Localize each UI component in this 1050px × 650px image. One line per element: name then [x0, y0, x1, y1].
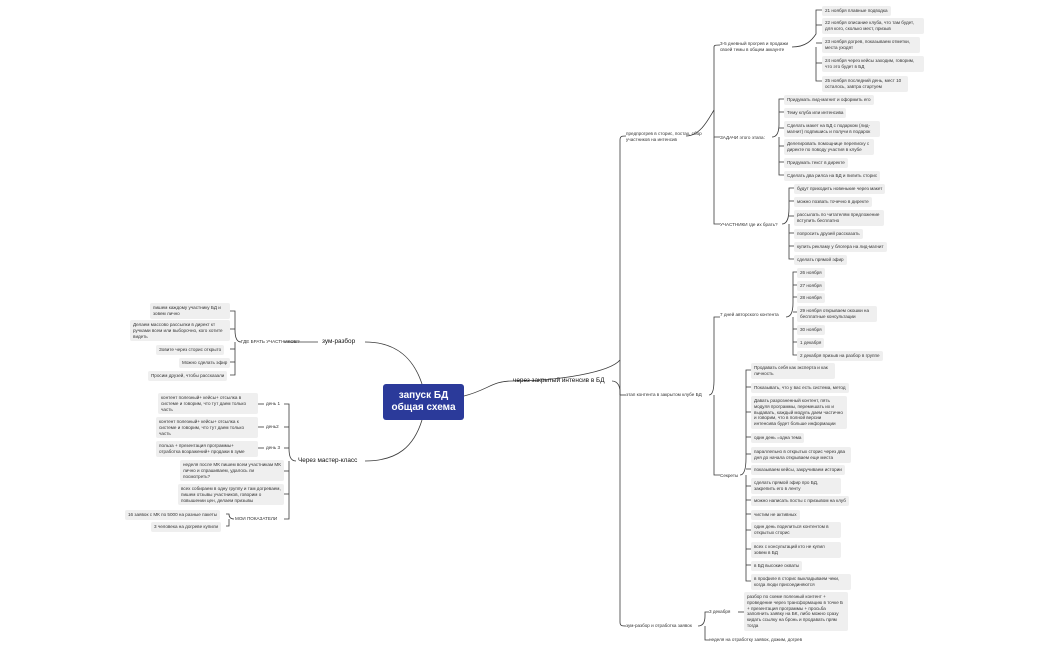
list-item[interactable]: 30 ноября — [797, 325, 825, 335]
list-item[interactable]: один день =одна тема — [751, 433, 805, 443]
list-item[interactable]: в БД высокие охваты — [751, 561, 803, 571]
list-item[interactable]: 1 декабря — [797, 338, 825, 348]
list-item[interactable]: 23 ноября догрев, показываем отметки, ме… — [822, 37, 920, 53]
node-week[interactable]: неделя на отработку заявок, дожим, догре… — [709, 637, 803, 642]
list-item[interactable]: 24 ноября через кейсы заходим, говорим, … — [822, 56, 924, 72]
list-item[interactable]: в профиле в сторис выкладываем чеки, ког… — [751, 574, 851, 590]
list-item[interactable]: Сделать два рилса на БД и пилить сторис — [784, 171, 881, 181]
list-item[interactable]: можно позвать точечно в директе — [794, 197, 872, 207]
list-item[interactable]: Продавать себя как эксперта и как личнос… — [751, 363, 835, 379]
node-zoomstage[interactable]: зум-разбор и отработка заявок — [626, 623, 692, 628]
list-item[interactable]: всех собираем в одну группу и там догрев… — [178, 484, 284, 506]
list-item[interactable]: 22 ноября описание клуба, что там будет,… — [822, 18, 924, 34]
list-item[interactable]: один день поделиться контентом в открыты… — [751, 522, 841, 538]
list-item[interactable]: сделать прямой эфир — [794, 255, 847, 265]
list-item[interactable]: 29 ноября открываем окошки на бесплатные… — [797, 306, 877, 322]
list-item[interactable]: можно написать посты с призывом на клуб — [751, 496, 849, 506]
node-tasks[interactable]: ЗАДАЧИ этого этапа: — [720, 135, 765, 140]
node-day1[interactable]: день 1 — [266, 401, 280, 406]
list-item[interactable]: 21 ноября плавные подводка — [822, 6, 891, 16]
node-participants[interactable]: УЧАСТНИКИ где их брать? — [720, 222, 778, 227]
list-item[interactable]: Делегировать помощнице переписку с дирек… — [784, 139, 874, 155]
node-where-participants[interactable]: ГДЕ БРАТЬ УЧАСТНИКОВ? — [241, 339, 300, 344]
node-metrics[interactable]: МОИ ПОКАЗАТЕЛИ — [235, 516, 278, 521]
branch-closed-intensive[interactable]: через закрытый интенсив в БД — [513, 377, 605, 384]
list-item[interactable]: сделать прямой эфир про БД, закрепить ег… — [751, 478, 841, 494]
list-item[interactable]: Сделать макет на БД с подарком (лид-магн… — [784, 121, 880, 137]
list-item[interactable]: польза + презентация программы+ отработк… — [156, 441, 258, 457]
list-item[interactable]: Тему клуба или интенсива — [784, 108, 847, 118]
list-item[interactable]: параллельно в открытых сторис через два … — [751, 447, 851, 463]
list-item[interactable]: 28 ноября — [797, 293, 825, 303]
list-item[interactable]: 26 ноября — [797, 268, 825, 278]
node-teaser[interactable]: 3-5 дневный прогрев и продажи своей темы… — [720, 41, 789, 52]
list-item[interactable]: неделя после МК пишем всем участникам МК… — [180, 460, 284, 482]
list-item[interactable]: Придумать текст в директе — [784, 158, 848, 168]
list-item[interactable]: Зовите через сторис открыто — [156, 345, 225, 355]
list-item[interactable]: 27 ноября — [797, 281, 825, 291]
branch-master-class[interactable]: Через мастер-класс — [298, 457, 358, 464]
list-item[interactable]: контент полезный+ кейсы+ отсылка в систе… — [158, 393, 258, 415]
list-item[interactable]: Показывать, что у вас есть система, мето… — [751, 383, 849, 393]
list-item[interactable]: всех с консультаций кто не купил зовем в… — [751, 542, 841, 558]
node-warmup[interactable]: предпрогрев в сторис, постах, сбор участ… — [626, 131, 702, 142]
node-day2[interactable]: день2 — [266, 424, 279, 429]
list-item[interactable]: 2 декабря призыв на разбор в группе — [797, 351, 883, 361]
list-item[interactable]: контент полезный+ кейсы+ отсылка к систе… — [156, 417, 258, 439]
list-item[interactable]: разбор по схеме полезный контент + прове… — [744, 592, 848, 631]
node-day3[interactable]: день 3 — [266, 445, 280, 450]
list-item[interactable]: купить рекламу у блогера на лид-магнит — [794, 242, 887, 252]
list-item[interactable]: Просим друзей, чтобы рассказали — [148, 371, 228, 381]
list-item[interactable]: 3 человека на догреве купили — [151, 522, 222, 532]
list-item[interactable]: пишем каждому участнику БД и зовем лично — [150, 303, 230, 319]
list-item[interactable]: рассылать по читателям предложение вступ… — [794, 210, 884, 226]
list-item[interactable]: показываем кейсы, закручиваем истории — [751, 465, 845, 475]
branch-zoom[interactable]: зум-разбор — [322, 338, 356, 345]
node-dec3[interactable]: 3 декабря — [709, 609, 731, 614]
list-item[interactable]: Можно сделать эфир — [179, 358, 231, 368]
list-item[interactable]: Делаем массово рассылки в директ кт ручк… — [130, 320, 230, 342]
node-stage[interactable]: этап контента в закрытом клубе БД — [626, 392, 702, 397]
list-item[interactable]: попросить друзей рассказать — [794, 229, 863, 239]
list-item[interactable]: будут приходить новенькие через макет — [794, 184, 886, 194]
list-item[interactable]: Давать разрозненный контент, пять модуля… — [751, 396, 847, 429]
node-secrets[interactable]: Секреты — [720, 473, 739, 478]
node-author-content[interactable]: 7 дней авторского контента — [720, 312, 779, 317]
list-item[interactable]: чистим не активных — [751, 510, 800, 520]
list-item[interactable]: 25 ноября последний день, мест 10 остало… — [822, 76, 908, 92]
list-item[interactable]: 16 заявок с МК по 5000 на разные пакеты — [125, 510, 221, 520]
list-item[interactable]: Придумать лид-магнит и оформить его — [784, 95, 874, 105]
root-node[interactable]: запуск БД общая схема — [383, 384, 464, 420]
